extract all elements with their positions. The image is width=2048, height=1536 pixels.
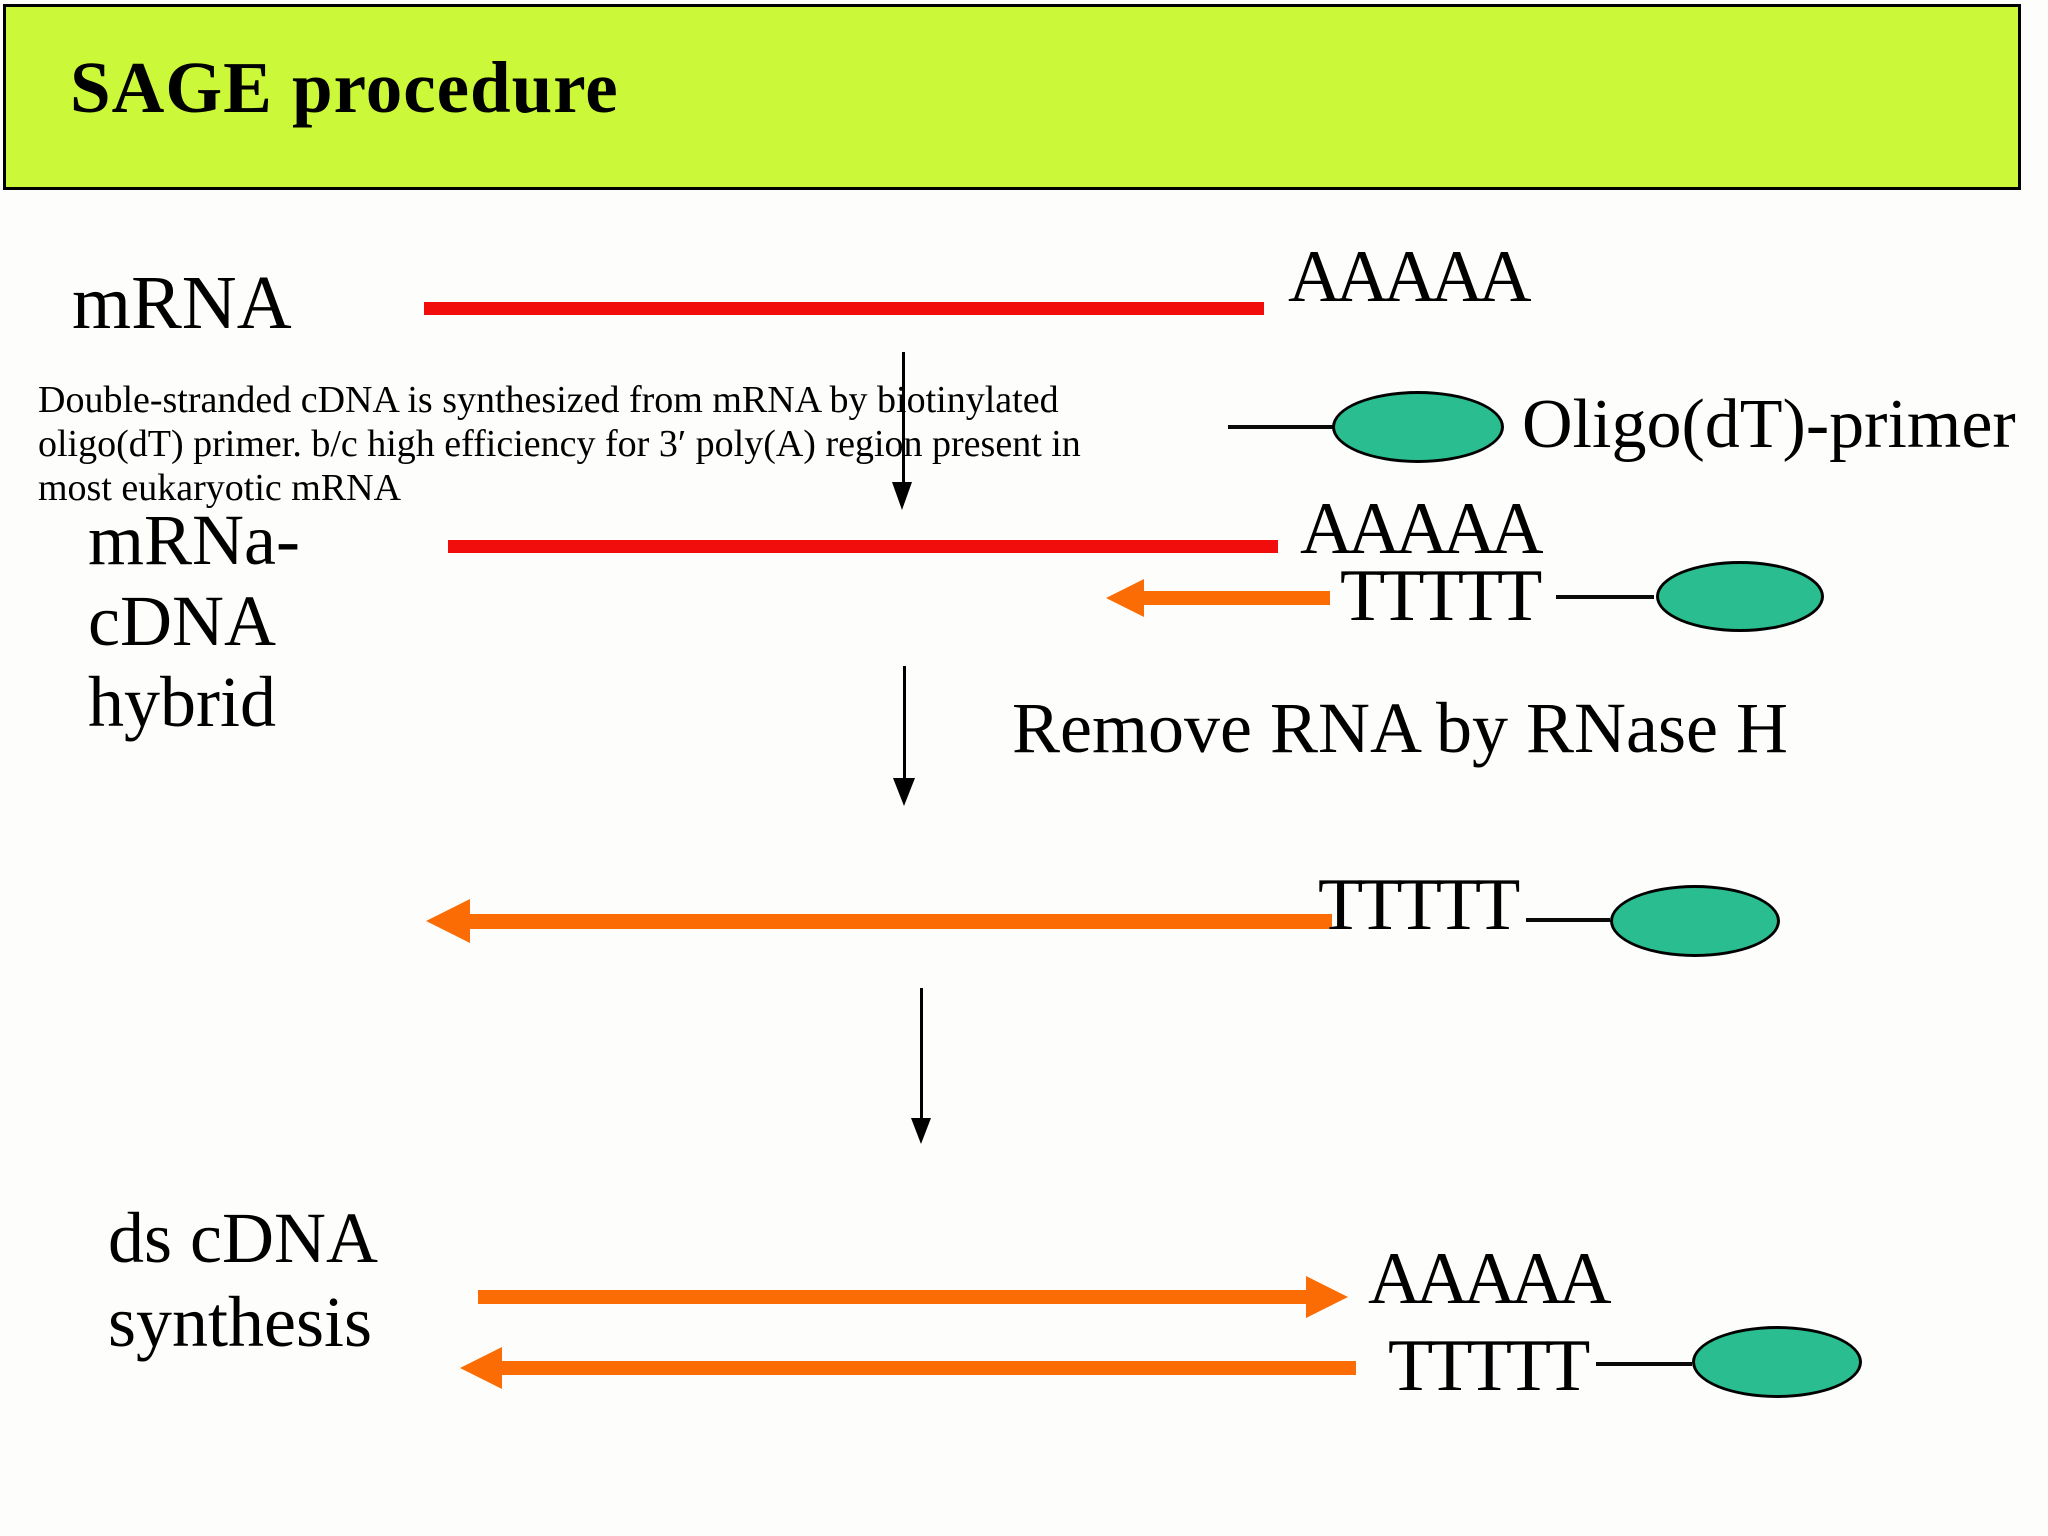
polya-tail-text-3: AAAAA bbox=[1368, 1238, 1612, 1320]
synthesis-note-line2: oligo(dT) primer. b/c high efficiency fo… bbox=[38, 423, 1081, 465]
hybrid-label-line2: cDNA bbox=[88, 581, 276, 661]
cdna-arrow-shaft bbox=[466, 914, 1332, 929]
mrna-strand-line-hybrid bbox=[448, 540, 1278, 553]
polyt-text-2: TTTTT bbox=[1318, 864, 1520, 946]
mrna-strand-line bbox=[424, 302, 1264, 315]
ds-cdna-label: ds cDNA synthesis bbox=[108, 1196, 378, 1364]
biotin-bead-icon-1 bbox=[1332, 391, 1504, 463]
polya-tail-text-2: AAAAA bbox=[1300, 488, 1544, 570]
polyt-text-3: TTTTT bbox=[1388, 1325, 1590, 1407]
down-arrow-head bbox=[893, 778, 915, 806]
ds-cdna-label-line1: ds cDNA bbox=[108, 1198, 378, 1278]
synthesis-note-line3: most eukaryotic mRNA bbox=[38, 467, 402, 509]
hybrid-label-line3: hybrid bbox=[88, 662, 276, 742]
hybrid-label-line1: mRNa- bbox=[88, 500, 300, 580]
cdna-arrow-shaft bbox=[1140, 591, 1330, 605]
hybrid-label: mRNa- cDNA hybrid bbox=[88, 500, 300, 743]
down-arrow-line bbox=[920, 988, 923, 1118]
cdna-arrow-shaft bbox=[498, 1361, 1356, 1375]
biotin-bead-icon-3 bbox=[1610, 885, 1780, 957]
oligo-connector-line bbox=[1228, 425, 1334, 429]
slide-title-bar bbox=[3, 4, 2021, 190]
down-arrow-head bbox=[911, 1118, 931, 1144]
bead-connector-line-2 bbox=[1556, 595, 1654, 599]
cdna-arrowhead bbox=[460, 1347, 502, 1389]
oligo-dt-primer-label: Oligo(dT)-primer bbox=[1522, 386, 2016, 463]
polyt-text-1: TTTTT bbox=[1340, 555, 1542, 637]
cdna-arrowhead bbox=[1306, 1276, 1348, 1318]
mrna-label: mRNA bbox=[72, 261, 292, 345]
bead-connector-line-3 bbox=[1526, 918, 1610, 922]
remove-rna-label: Remove RNA by RNase H bbox=[1012, 688, 1788, 768]
down-arrow-line bbox=[903, 666, 906, 778]
synthesis-note-line1: Double-stranded cDNA is synthesized from… bbox=[38, 379, 1059, 421]
slide-title: SAGE procedure bbox=[70, 47, 619, 128]
cdna-arrow-shaft bbox=[478, 1290, 1310, 1304]
ds-cdna-label-line2: synthesis bbox=[108, 1282, 373, 1362]
biotin-bead-icon-4 bbox=[1692, 1326, 1862, 1398]
down-arrow-line bbox=[902, 352, 905, 484]
polya-tail-text-1: AAAAA bbox=[1288, 236, 1532, 318]
down-arrow-head bbox=[892, 482, 912, 510]
bead-connector-line-4 bbox=[1596, 1362, 1692, 1366]
biotin-bead-icon-2 bbox=[1656, 561, 1824, 632]
cdna-arrowhead bbox=[1106, 579, 1144, 617]
cdna-arrowhead bbox=[426, 899, 470, 943]
synthesis-note: Double-stranded cDNA is synthesized from… bbox=[38, 378, 1198, 510]
